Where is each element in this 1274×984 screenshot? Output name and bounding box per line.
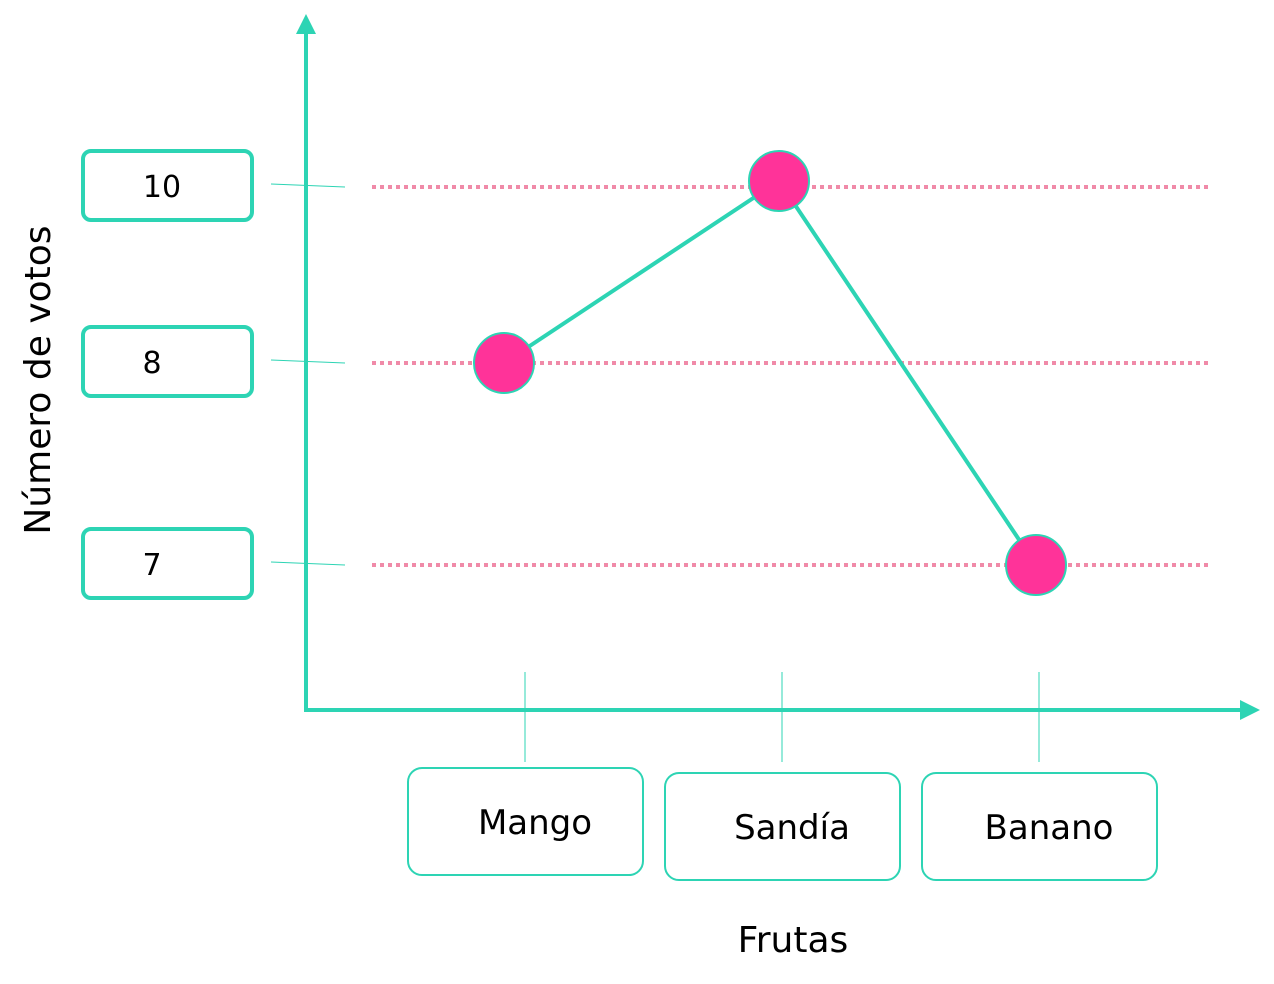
x-tick-label: Sandía bbox=[734, 808, 850, 848]
data-point bbox=[1005, 534, 1067, 596]
y-tick-label: 10 bbox=[143, 170, 181, 205]
y-tick-box bbox=[81, 325, 254, 398]
x-axis-ticks: Mango Sandía Banano bbox=[407, 672, 1158, 881]
x-tick-box bbox=[921, 772, 1158, 881]
x-tick-box bbox=[664, 772, 901, 881]
data-point bbox=[748, 150, 810, 212]
x-tick-label: Mango bbox=[478, 803, 592, 843]
y-tick-label: 7 bbox=[142, 548, 161, 583]
x-axis-title: Frutas bbox=[738, 920, 849, 961]
y-axis-title: Número de votos bbox=[18, 225, 59, 534]
y-axis-ticks: 10 8 7 bbox=[81, 149, 346, 600]
y-tick-box bbox=[81, 527, 254, 600]
data-points bbox=[473, 150, 1067, 596]
y-tick-label: 8 bbox=[142, 346, 161, 381]
y-tick-box bbox=[81, 149, 254, 222]
series-line bbox=[502, 178, 1038, 567]
x-tick-box bbox=[407, 767, 644, 876]
data-point bbox=[473, 332, 535, 394]
x-tick-label: Banano bbox=[985, 808, 1114, 848]
